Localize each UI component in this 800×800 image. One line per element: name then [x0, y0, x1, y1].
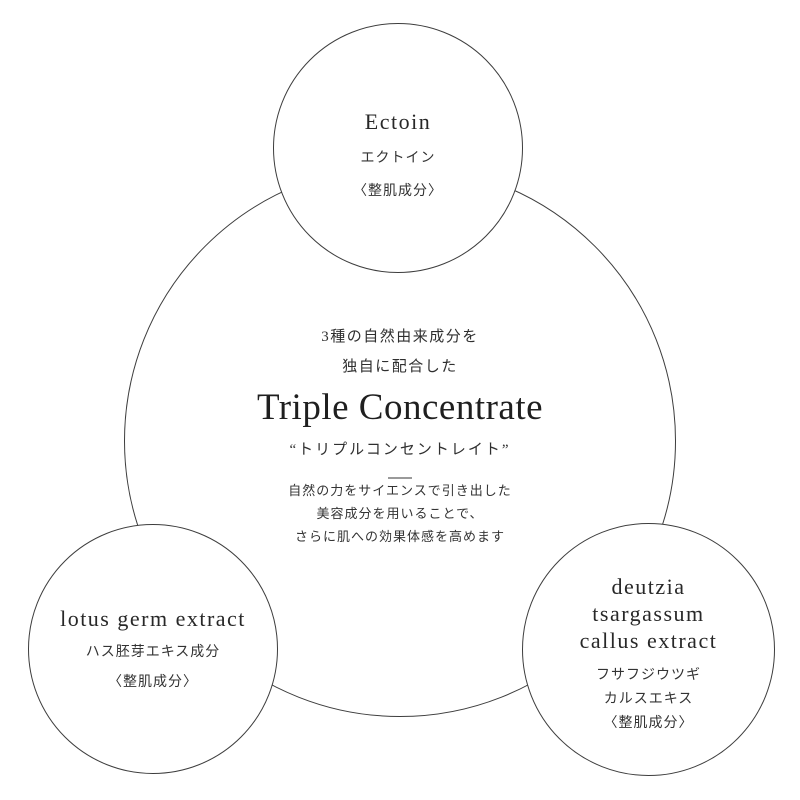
- ingredient-name-en: lotus germ extract: [60, 606, 246, 631]
- center-text-block: 3種の自然由来成分を 独自に配合した Triple Concentrate “ト…: [190, 322, 610, 548]
- ingredient-name-jp-line-2: カルスエキス: [603, 692, 694, 707]
- ingredient-name-jp: ハス胚芽エキス成分: [85, 645, 221, 660]
- ingredient-name-jp-line-1: フサフジウツギ: [596, 668, 701, 683]
- ingredient-category: 〈整肌成分〉: [603, 716, 694, 731]
- intro-line-1: 3種の自然由来成分を: [321, 329, 479, 345]
- ingredient-name-jp: エクトイン: [360, 151, 436, 166]
- ingredient-name-en: Ectoin: [364, 109, 432, 134]
- ingredient-name-en-line-1: deutzia: [611, 574, 686, 599]
- ingredient-circle-ectoin: Ectoin エクトイン 〈整肌成分〉: [273, 23, 523, 273]
- ingredient-name-en-line-3: callus extract: [579, 628, 718, 653]
- ingredient-circle-lotus-germ-extract: lotus germ extract ハス胚芽エキス成分 〈整肌成分〉: [28, 524, 278, 774]
- description-line-1: 自然の力をサイエンスで引き出した: [288, 483, 512, 498]
- ingredient-category: 〈整肌成分〉: [353, 184, 443, 199]
- diagram-subtitle: “トリプルコンセントレイト”: [289, 442, 511, 458]
- description-line-3: さらに肌への効果体感を高めます: [294, 529, 505, 544]
- ingredient-name-en-line-2: tsargassum: [592, 601, 705, 626]
- ingredient-category: 〈整肌成分〉: [108, 675, 198, 690]
- intro-line-2: 独自に配合した: [342, 359, 458, 375]
- ingredient-circle-deutzia-callus-extract: deutzia tsargassum callus extract フサフジウツ…: [522, 523, 775, 776]
- divider-line: [388, 477, 412, 479]
- diagram-title: Triple Concentrate: [256, 387, 544, 428]
- description-line-2: 美容成分を用いることで、: [316, 506, 484, 521]
- ingredient-name-en: deutzia tsargassum callus extract: [580, 573, 718, 654]
